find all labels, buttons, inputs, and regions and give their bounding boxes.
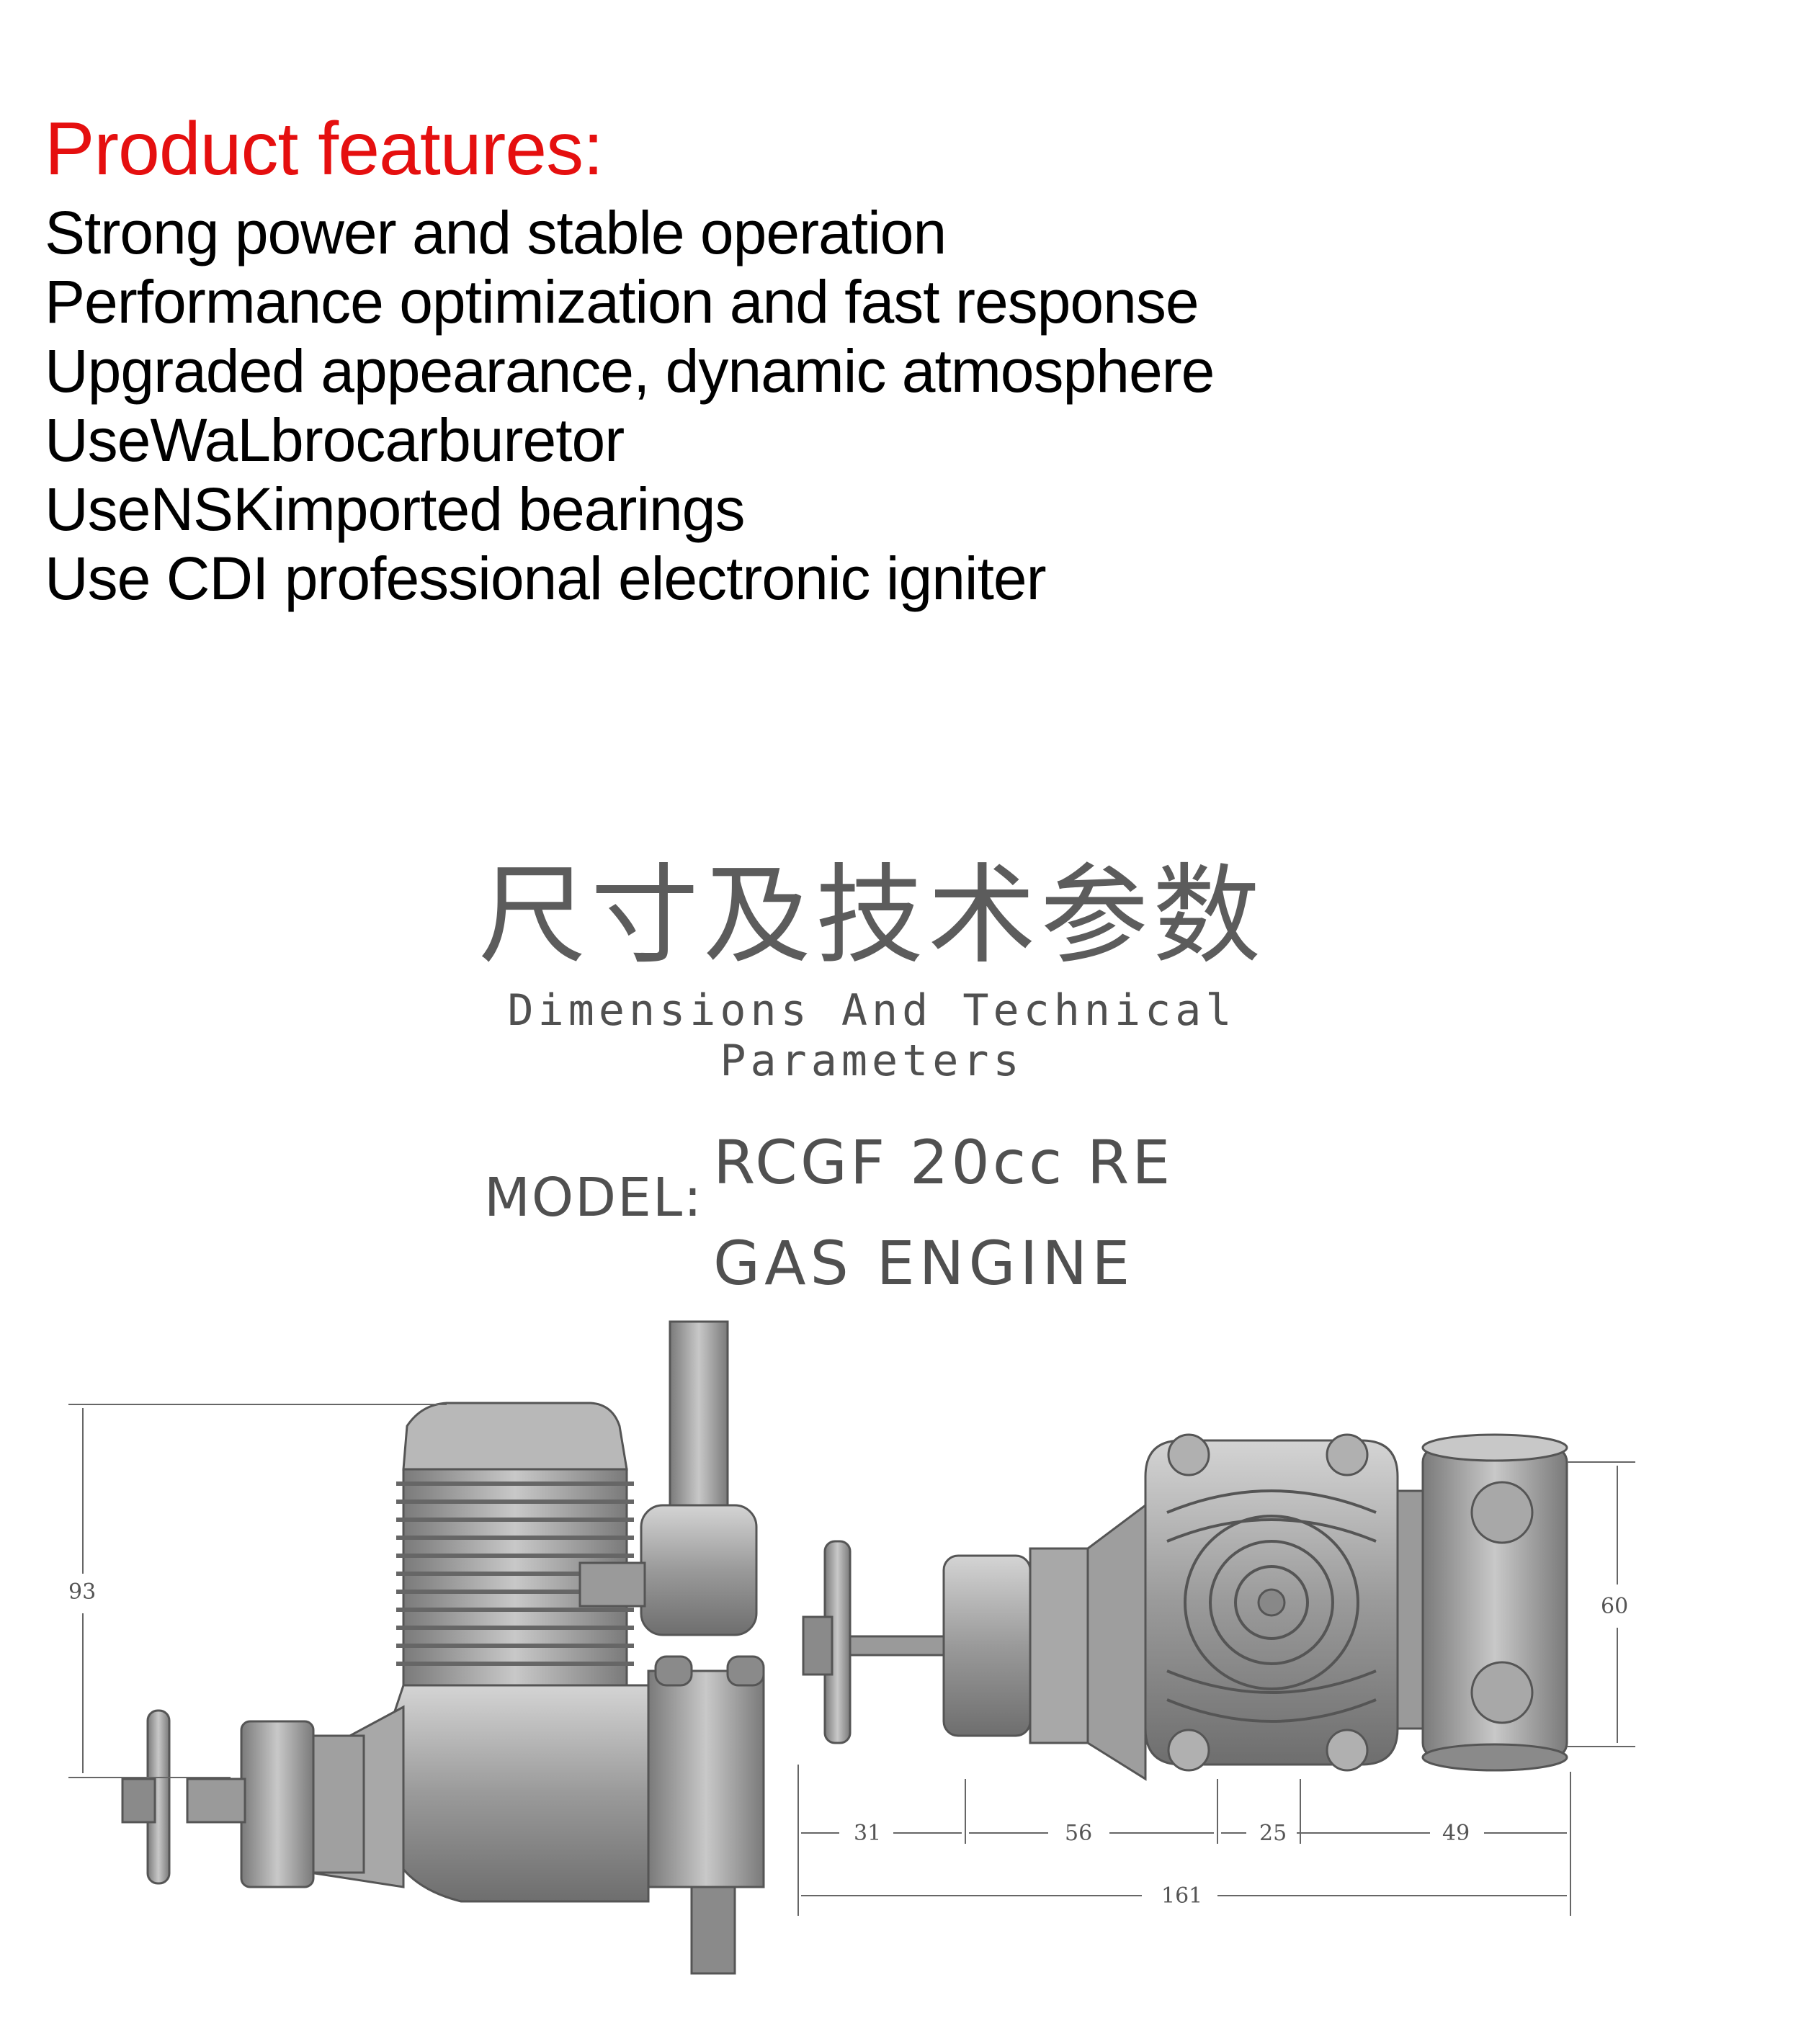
feature-item: Performance optimization and fast respon… [45, 268, 1199, 336]
side-view-engine [121, 1320, 765, 1975]
dim-seg4: 49 [1442, 1821, 1470, 1846]
dim-total: 161 [1161, 1883, 1202, 1909]
features-heading: Product features: [45, 107, 604, 191]
dim-seg3: 25 [1259, 1821, 1287, 1846]
feature-item: Strong power and stable operation [45, 199, 947, 266]
features-list: Strong power and stable operation Perfor… [45, 198, 1485, 613]
feature-item: UseNSKimported bearings [45, 475, 745, 543]
dim-width: 60 [1601, 1594, 1628, 1619]
spec-title-cn: 尺寸及技术参数 [478, 853, 1265, 979]
model-label: MODEL: [484, 1167, 703, 1229]
dim-height: 93 [68, 1579, 96, 1605]
front-view-engine [802, 1433, 1568, 1781]
spec-title-en: Dimensions And Technical Parameters [507, 985, 1236, 1086]
model-name: RCGF 20cc RE [713, 1127, 1174, 1198]
dimension-lines [68, 1404, 1635, 1916]
dim-seg2: 56 [1065, 1821, 1092, 1846]
feature-item: UseWaLbrocarburetor [45, 406, 625, 474]
dim-seg1: 31 [854, 1821, 881, 1846]
product-features: Product features: Strong power and stabl… [45, 108, 1485, 613]
feature-item: Use CDI professional electronic igniter [45, 544, 1047, 612]
model-type: GAS ENGINE [713, 1228, 1135, 1299]
engine-drawing: 93 60 31 56 25 49 161 [68, 1320, 1635, 1975]
feature-item: Upgraded appearance, dynamic atmosphere [45, 337, 1215, 405]
